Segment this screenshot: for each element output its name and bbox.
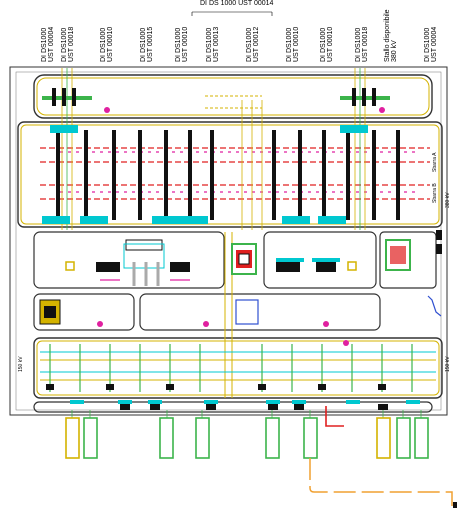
busbars-380kv bbox=[40, 147, 430, 200]
section-lower-right bbox=[139, 293, 381, 331]
busbars-150kv bbox=[40, 351, 436, 381]
inner-frame bbox=[15, 71, 442, 411]
top-title: DI DS 1000 UST 00014 bbox=[200, 0, 274, 7]
small-yellow-box-right bbox=[347, 261, 357, 271]
section-bottom-strip bbox=[33, 401, 433, 413]
label-sbarra-b: Sbarra B bbox=[432, 183, 438, 203]
top-strip-equipment bbox=[52, 88, 376, 106]
section-mid-left bbox=[33, 231, 225, 289]
label-sbarra-a: Sbarra A bbox=[432, 152, 438, 172]
lower-left-transformer-core bbox=[44, 306, 56, 318]
bottom-right-marker bbox=[453, 502, 457, 508]
section-lower-left bbox=[33, 293, 135, 331]
mid-right-equipment bbox=[276, 262, 336, 272]
hv-panel-core bbox=[390, 246, 406, 264]
transformer-room bbox=[231, 243, 257, 275]
mid-left-equipment bbox=[96, 239, 190, 272]
label-right-kv-bottom: 150 kV bbox=[445, 356, 451, 372]
central-cross-bus bbox=[205, 95, 262, 109]
bays-150kv-cyan bbox=[70, 400, 420, 404]
blue-line bbox=[427, 295, 442, 317]
hv-panel bbox=[385, 239, 411, 271]
yellow-ring-roads bbox=[20, 77, 440, 398]
cyan-pads bbox=[42, 125, 368, 224]
outer-frame bbox=[9, 66, 448, 416]
label-right-kv-top: 380 kV bbox=[445, 192, 451, 208]
section-right-box bbox=[379, 231, 437, 289]
mid-left-cyan bbox=[123, 243, 165, 269]
section-top-strip bbox=[33, 74, 433, 119]
control-building bbox=[235, 299, 259, 325]
feeder-drops bbox=[71, 410, 422, 418]
right-side-terminal bbox=[436, 230, 442, 254]
section-busbar-area bbox=[17, 121, 443, 228]
switchgear-columns bbox=[56, 130, 400, 220]
orange-cable bbox=[309, 458, 453, 506]
bays-150kv-equipment bbox=[46, 384, 388, 410]
section-150kv-area bbox=[33, 337, 443, 399]
section-mid-right bbox=[263, 231, 377, 289]
bottom-bay-tags bbox=[65, 417, 429, 459]
red-cable bbox=[325, 406, 344, 427]
transformer-inner bbox=[238, 253, 250, 265]
title-bracket bbox=[191, 11, 273, 16]
mid-left-grey-posts bbox=[132, 262, 160, 286]
mid-right-cyan bbox=[276, 258, 340, 262]
small-yellow-box-left bbox=[65, 261, 75, 271]
bays-150kv bbox=[49, 344, 413, 392]
top-strip-bars bbox=[42, 96, 390, 100]
label-left-kv: 150 kV bbox=[18, 356, 24, 372]
magenta-markers bbox=[97, 107, 385, 346]
